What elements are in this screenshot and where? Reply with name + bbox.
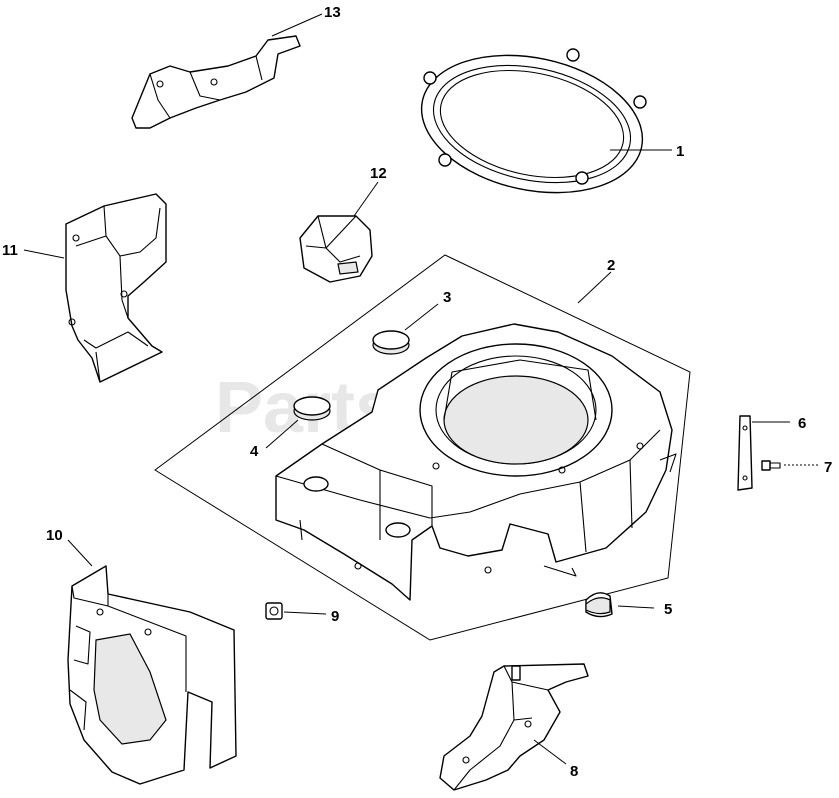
part-2-blower-housing[interactable] xyxy=(275,323,677,601)
callout-9: 9 xyxy=(331,608,339,625)
part-3-plug[interactable] xyxy=(372,330,410,355)
part-10-lower-shroud[interactable] xyxy=(67,565,237,785)
leader-13 xyxy=(271,13,323,37)
leader-5 xyxy=(617,605,655,609)
leader-10 xyxy=(67,539,93,567)
part-6-plate[interactable] xyxy=(737,415,753,491)
callout-11: 11 xyxy=(2,242,18,259)
leader-9 xyxy=(283,611,327,615)
leader-8 xyxy=(533,739,567,765)
callout-12: 12 xyxy=(370,165,387,182)
callout-13: 13 xyxy=(324,4,341,21)
callout-5: 5 xyxy=(664,601,672,618)
callout-3: 3 xyxy=(443,289,451,306)
part-4-plug[interactable] xyxy=(293,396,331,421)
callout-2: 2 xyxy=(607,257,615,274)
part-7-screw[interactable] xyxy=(761,460,781,471)
part-1-ring[interactable] xyxy=(409,36,656,212)
leader-12 xyxy=(353,181,379,217)
assembly-2-outline xyxy=(154,254,691,641)
part-13-bracket[interactable] xyxy=(131,35,301,129)
callout-7: 7 xyxy=(824,459,832,476)
callout-6: 6 xyxy=(798,415,806,432)
callout-1: 1 xyxy=(676,143,684,160)
leader-2 xyxy=(577,271,612,304)
leader-11 xyxy=(23,249,65,259)
part-11-shroud[interactable] xyxy=(65,193,167,383)
part-8-baffle[interactable] xyxy=(439,663,589,791)
part-9-nut[interactable] xyxy=(265,602,283,620)
part-5-grommet[interactable] xyxy=(585,592,613,618)
callout-4: 4 xyxy=(250,443,259,460)
callout-8: 8 xyxy=(570,763,578,780)
part-12-block[interactable] xyxy=(299,215,373,283)
leader-3 xyxy=(404,303,439,331)
leader-4 xyxy=(265,419,299,449)
callout-10: 10 xyxy=(46,527,63,544)
